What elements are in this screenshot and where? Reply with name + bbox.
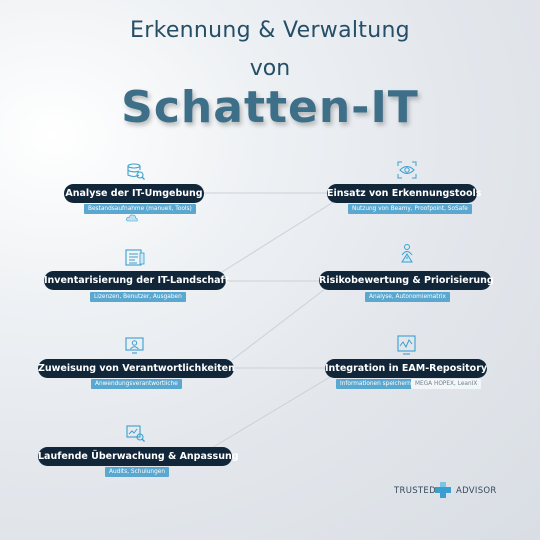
document-list-icon — [125, 249, 145, 266]
step-erkennungstools-tag: Nutzung von Beamy, Proofpoint, SoSafe — [348, 204, 472, 214]
title-line-1: Erkennung & Verwaltung — [130, 18, 410, 43]
step-analyse-tag: Bestandsaufnahme (manuell, Tools) — [84, 204, 196, 214]
person-screen-icon — [125, 337, 144, 354]
risk-alert-icon — [401, 244, 413, 263]
step-risikobewertung-pill: Risikobewertung & Priorisierung — [319, 271, 494, 290]
step-zuweisung-tag: Anwendungsverantwortliche — [91, 379, 182, 389]
monitoring-icon — [126, 425, 145, 442]
repository-chart-icon — [397, 335, 416, 355]
step-erkennungstools-pill: Einsatz von Erkennungstools — [327, 184, 481, 203]
step-zuweisung-pill: Zuweisung von Verantwortlichkeiten — [38, 359, 235, 378]
step-risikobewertung-tag: Analyse, Autonomiematrix — [365, 292, 450, 302]
step-analyse-pill: Analyse der IT-Umgebung — [64, 184, 204, 203]
title-main: Schatten-IT — [121, 82, 419, 133]
step-eam-tag-2: MEGA HOPEX, LeanIX — [411, 379, 482, 389]
cloud-icon — [126, 214, 138, 222]
eye-scan-icon — [397, 161, 417, 179]
step-ueberwachung-tag: Audits, Schulungen — [105, 467, 170, 477]
database-search-icon — [127, 163, 145, 180]
step-inventarisierung-tag: Lizenzen, Benutzer, Ausgaben — [90, 292, 186, 302]
step-eam-pill: Integration in EAM-Repository — [325, 359, 487, 378]
step-eam-tag-1: Informationen speichern — [336, 379, 415, 389]
step-inventarisierung-pill: Inventarisierung der IT-Landschaft — [44, 271, 229, 290]
cross-logo-icon — [435, 482, 451, 498]
brand-left-text: TRUSTED — [394, 486, 436, 496]
title-line-2: von — [249, 56, 291, 81]
step-ueberwachung-pill: Laufende Überwachung & Anpassung — [38, 447, 239, 466]
brand-right-text: ADVISOR — [456, 486, 497, 496]
